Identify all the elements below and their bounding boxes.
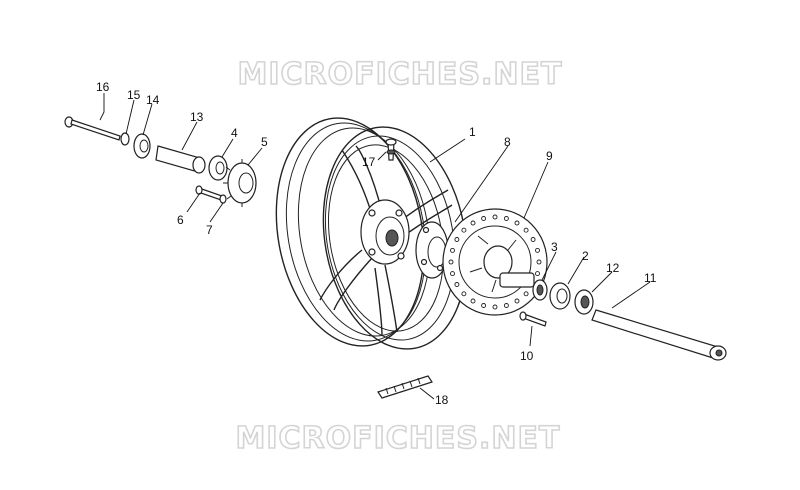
leader-lines <box>99 93 651 400</box>
flange-bolt <box>195 185 223 201</box>
callout-9: 9 <box>546 149 553 163</box>
disc-hole <box>535 271 540 277</box>
callout-4: 4 <box>231 126 238 140</box>
disc-hole <box>454 282 460 287</box>
wheel-rim <box>275 117 468 350</box>
callout-5: 5 <box>261 135 268 149</box>
spacer-right <box>574 289 594 315</box>
bearing-right-inner <box>499 272 548 301</box>
callout-7: 7 <box>206 223 213 237</box>
callout-3: 3 <box>551 240 558 254</box>
disc-hole <box>523 291 529 297</box>
washer-small <box>120 132 130 146</box>
callout-labels: 1 2 3 4 5 6 7 8 9 10 11 12 13 14 15 16 1… <box>96 80 657 407</box>
sprocket-flange <box>223 159 257 207</box>
disc-hole <box>492 304 498 310</box>
callout-2: 2 <box>582 249 589 263</box>
disc-hole <box>448 259 454 265</box>
disc-hole <box>536 259 542 265</box>
spacer-tube <box>155 145 206 174</box>
disc-hole <box>492 214 498 220</box>
callout-14: 14 <box>146 93 160 107</box>
callout-16: 16 <box>96 80 110 94</box>
disc-hole <box>523 227 529 233</box>
disc-hole <box>514 298 520 304</box>
callout-10: 10 <box>520 349 534 363</box>
disc-hole <box>481 216 487 221</box>
bearing-sprocket-side <box>208 155 228 181</box>
callout-11: 11 <box>644 271 657 285</box>
disc-hole <box>450 271 455 277</box>
disc-hole <box>503 216 509 221</box>
brake-disc <box>442 208 548 316</box>
disc-bolt <box>519 311 547 327</box>
disc-hole <box>481 303 487 308</box>
disc-hole <box>535 247 540 253</box>
disc-hole <box>514 220 520 226</box>
disc-hole <box>461 227 467 233</box>
watermark-bottom: MICROFICHES.NET <box>236 421 561 456</box>
balancing-weight <box>377 375 433 399</box>
callout-15: 15 <box>127 88 141 102</box>
callout-1: 1 <box>469 125 476 139</box>
watermark-top: MICROFICHES.NET <box>238 57 563 92</box>
tyre-valve <box>385 138 397 161</box>
disc-hole <box>461 291 467 297</box>
hub-carrier <box>415 221 449 279</box>
disc-hole <box>450 247 455 253</box>
wheel-axle <box>591 309 727 361</box>
long-bolt <box>64 116 121 141</box>
flange-washer <box>219 194 227 204</box>
bearing-left <box>133 133 151 159</box>
callout-8: 8 <box>504 135 511 149</box>
disc-hole <box>470 220 476 226</box>
callout-17: 17 <box>362 155 376 169</box>
callout-13: 13 <box>190 110 204 124</box>
disc-hole <box>530 237 536 242</box>
disc-hole <box>454 237 460 242</box>
callout-12: 12 <box>606 261 620 275</box>
disc-hole <box>503 303 509 308</box>
callout-6: 6 <box>177 213 184 227</box>
bearing-right <box>549 282 571 310</box>
disc-hole <box>470 298 476 304</box>
callout-18: 18 <box>435 393 449 407</box>
